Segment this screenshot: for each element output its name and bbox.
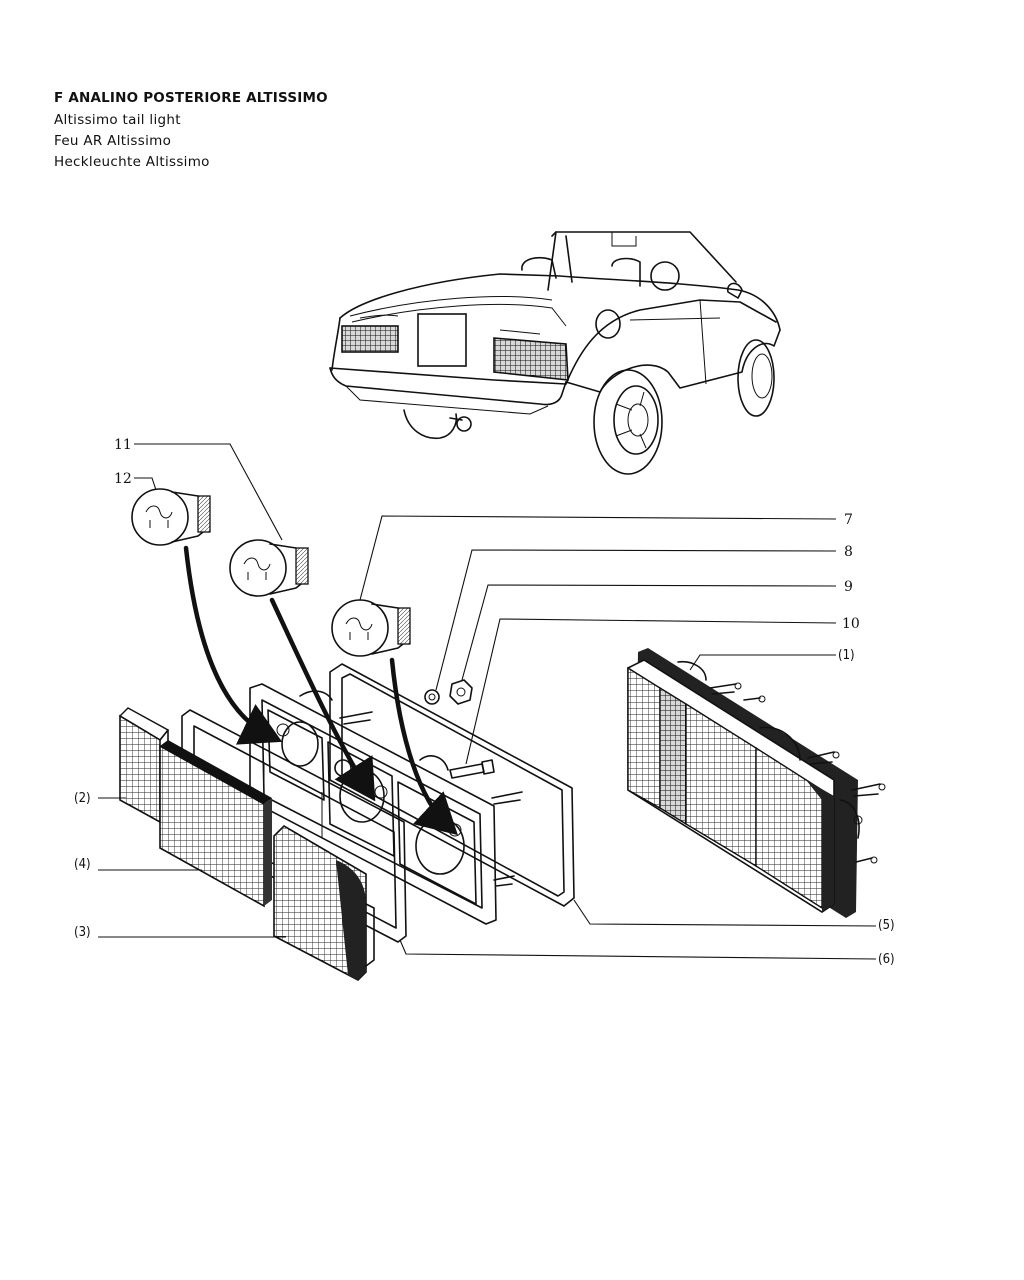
bulb-11 bbox=[229, 539, 309, 597]
title-english: Altissimo tail light bbox=[54, 112, 181, 128]
title-italian: F ANALINO POSTERIORE ALTISSIMO bbox=[54, 90, 328, 106]
callout-9: 9 bbox=[844, 579, 853, 595]
callout-3: (3) bbox=[74, 925, 91, 940]
washer-8 bbox=[424, 689, 440, 705]
callout-11: 11 bbox=[114, 437, 132, 453]
nut-9 bbox=[449, 679, 473, 705]
title-german: Heckleuchte Altissimo bbox=[54, 154, 210, 170]
assembly-arrows bbox=[183, 545, 458, 836]
lens-3 bbox=[273, 824, 375, 981]
callout-1: (1) bbox=[838, 648, 855, 663]
callout-5: (5) bbox=[878, 918, 895, 933]
assembled-tail-light-1 bbox=[627, 648, 886, 918]
callout-4: (4) bbox=[74, 857, 91, 872]
callout-12: 12 bbox=[114, 471, 132, 487]
callout-8: 8 bbox=[844, 544, 853, 560]
bulb-12 bbox=[131, 488, 211, 546]
bulb-7 bbox=[331, 599, 411, 657]
callout-2: (2) bbox=[74, 791, 91, 806]
callout-7: 7 bbox=[844, 512, 853, 528]
leader-lines bbox=[98, 443, 877, 960]
lens-4 bbox=[159, 740, 272, 908]
callout-6: (6) bbox=[878, 952, 895, 967]
car-illustration bbox=[329, 231, 781, 475]
title-block: F ANALINO POSTERIORE ALTISSIMO Altissimo… bbox=[54, 90, 328, 173]
callout-10: 10 bbox=[842, 616, 860, 632]
screw-10 bbox=[449, 759, 495, 779]
title-french: Feu AR Altissimo bbox=[54, 133, 172, 149]
